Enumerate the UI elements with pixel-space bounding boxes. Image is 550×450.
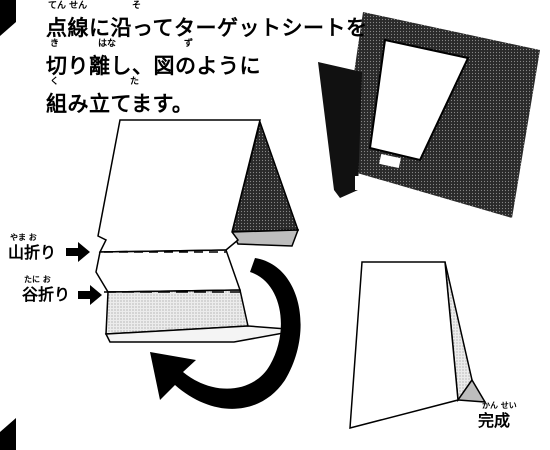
- curved-arrow-icon: [150, 258, 301, 409]
- corner-mark-icon: [0, 0, 16, 36]
- valley-arrow-icon: [78, 285, 102, 305]
- instruction-line-3: 組み立てます。: [46, 92, 194, 116]
- ruby-hana: はな: [98, 39, 117, 49]
- valley-fold-label: たに お 谷折り: [22, 275, 71, 304]
- ruby-ki: き: [50, 39, 60, 49]
- completed-target-stand: [349, 261, 487, 429]
- ruby-ku: く: [50, 77, 60, 87]
- valley-fold-ruby: たに お: [24, 275, 51, 284]
- mountain-fold-text: 山折り: [8, 243, 57, 262]
- instruction-line-2: 切り離し、図のように: [46, 54, 261, 78]
- folding-diagram: [95, 119, 301, 343]
- complete-text: 完成: [478, 411, 511, 430]
- mountain-arrow-icon: [66, 242, 90, 262]
- instruction-line-1: 点線に沿ってターゲットシートを: [46, 16, 368, 40]
- instruction-text: てん せん そ 点線に沿ってターゲットシートを き はな ず 切り離し、図のよう…: [46, 1, 376, 117]
- complete-ruby: かん せい: [482, 401, 517, 410]
- ruby-zu: ず: [184, 39, 194, 49]
- complete-label: かん せい 完成: [478, 402, 517, 430]
- valley-fold-text: 谷折り: [22, 285, 71, 304]
- bottom-corner-mark-icon: [0, 418, 16, 450]
- mountain-fold-label: やま お 山折り: [8, 233, 57, 262]
- target-sheet-cutout: [318, 12, 540, 218]
- mountain-fold-ruby: やま お: [10, 233, 37, 242]
- ruby-so: そ: [132, 1, 142, 11]
- ruby-ta: た: [130, 77, 140, 87]
- ruby-tensen: てん せん: [48, 1, 88, 11]
